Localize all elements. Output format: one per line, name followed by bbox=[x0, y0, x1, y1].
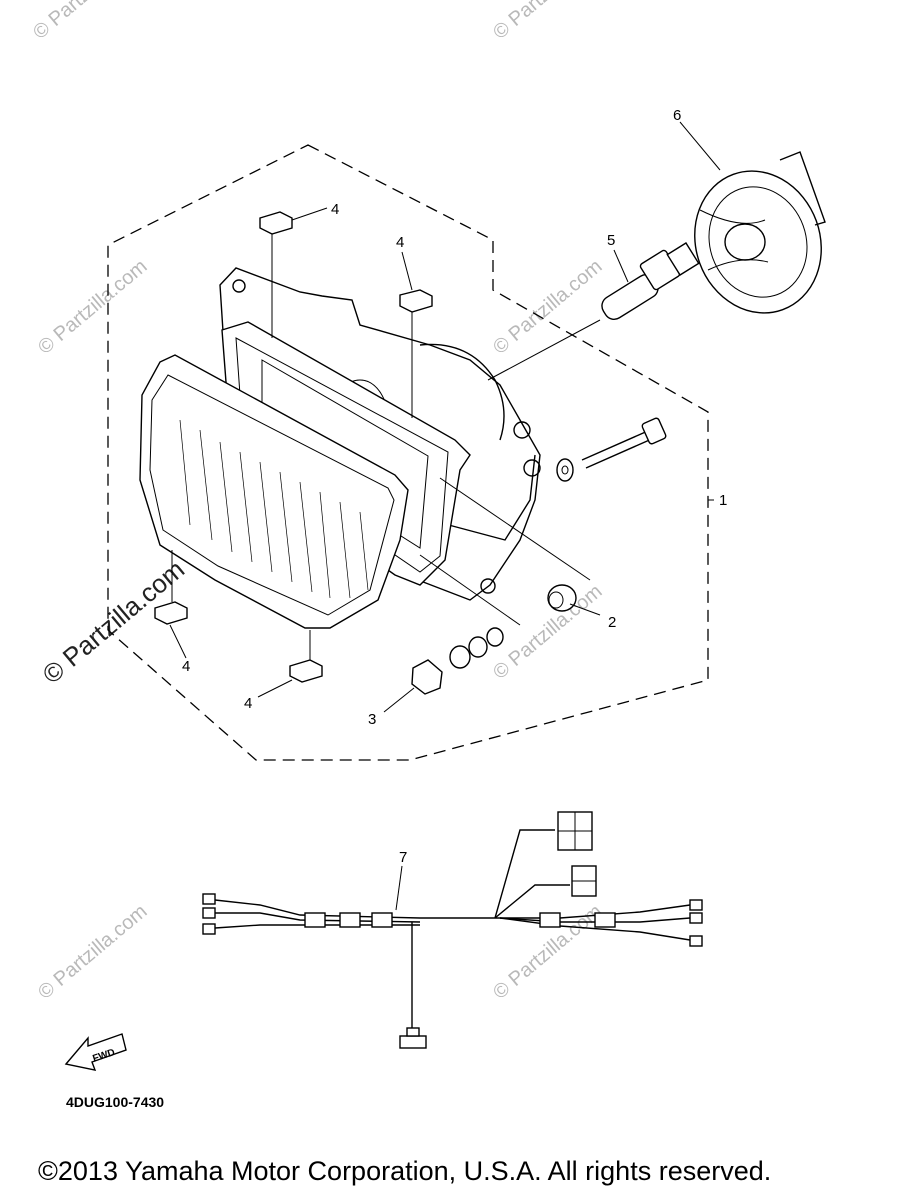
washer bbox=[556, 458, 574, 482]
callout-part-4: 4 bbox=[244, 695, 252, 712]
leader-lines bbox=[169, 121, 721, 713]
callout-part-2: 2 bbox=[608, 614, 616, 631]
watermark: © Partzilla.com bbox=[34, 255, 151, 358]
copyright-notice: ©2013 Yamaha Motor Corporation, U.S.A. A… bbox=[38, 1156, 772, 1186]
callout-part-4: 4 bbox=[182, 658, 190, 675]
diagram-code: 4DUG100-7430 bbox=[66, 1094, 165, 1110]
callout-part-1: 1 bbox=[719, 492, 727, 509]
bulb-cover bbox=[694, 151, 826, 314]
headlight-bulb bbox=[601, 242, 700, 320]
clip-top-left bbox=[259, 211, 293, 338]
clip-bottom-right bbox=[289, 630, 323, 683]
callout-part-3: 3 bbox=[368, 711, 376, 728]
callout-part-4: 4 bbox=[331, 201, 339, 218]
clip-bottom-left bbox=[154, 550, 188, 625]
assembly-boundary bbox=[107, 144, 709, 761]
callout-part-5: 5 bbox=[607, 232, 615, 249]
clip-top-right bbox=[399, 289, 433, 418]
callout-labels: 4 4 5 6 1 2 3 4 4 7 bbox=[182, 107, 727, 866]
callout-part-7: 7 bbox=[399, 849, 407, 866]
wire-harness bbox=[202, 811, 703, 1049]
grommet-2 bbox=[547, 584, 577, 612]
grommet-3 bbox=[411, 627, 504, 695]
fwd-arrow-icon: FWD bbox=[64, 1033, 127, 1071]
watermark: © Partzilla.com bbox=[29, 0, 146, 44]
callout-part-6: 6 bbox=[673, 107, 681, 124]
adjusting-screw bbox=[581, 417, 667, 469]
watermark: © Partzilla.com bbox=[489, 0, 606, 44]
watermark: © Partzilla.com bbox=[34, 900, 151, 1003]
headlight-lens bbox=[139, 354, 409, 629]
watermark: © Partzilla.com bbox=[489, 255, 606, 358]
callout-part-4: 4 bbox=[396, 234, 404, 251]
